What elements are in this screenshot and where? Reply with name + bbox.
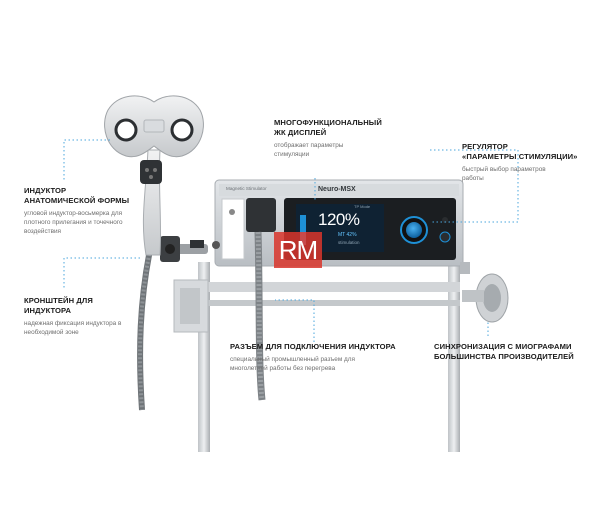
anatomical-inductor (104, 95, 204, 256)
connector-cables (137, 231, 266, 411)
callout-lcd: МНОГОФУНКЦИОНАЛЬНЫЙ ЖК ДИСПЛЕЙ отображае… (274, 118, 394, 159)
callout-title: РАЗЪЕМ ДЛЯ ПОДКЛЮЧЕНИЯ ИНДУКТОРА (230, 342, 396, 351)
callout-description: надежная фиксация индуктора в необходимо… (24, 320, 122, 336)
callout-title: РЕГУЛЯТОР (462, 142, 508, 151)
callout-description: специальный промышленный разъем для мног… (230, 356, 355, 372)
bracket-arm (148, 236, 220, 262)
callout-title: ИНДУКТОРА (24, 306, 72, 315)
display-side-label: TP Mode (354, 204, 371, 209)
callout-bracket: КРОНШТЕЙН ДЛЯ ИНДУКТОРА надежная фиксаци… (24, 296, 139, 337)
device-brand-label: Neuro-MSX (318, 186, 356, 193)
callout-description: угловой индуктор-восьмерка для плотного … (24, 210, 123, 235)
callout-title: «ПАРАМЕТРЫ СТИМУЛЯЦИИ» (462, 152, 578, 161)
callout-connector: РАЗЪЕМ ДЛЯ ПОДКЛЮЧЕНИЯ ИНДУКТОРА специал… (230, 342, 410, 373)
callout-title: СИНХРОНИЗАЦИЯ С МИОГРАФАМИ (434, 342, 572, 351)
display-value: 120% (318, 210, 360, 229)
leader-lines (63, 139, 519, 342)
cart-frame (173, 262, 460, 452)
device-model-label: Magnetic Stimulator (226, 186, 267, 191)
callout-inductor-shape: ИНДУКТОР АНАТОМИЧЕСКОЙ ФОРМЫ угловой инд… (24, 186, 144, 236)
callout-sync: СИНХРОНИЗАЦИЯ С МИОГРАФАМИ БОЛЬШИНСТВА П… (434, 342, 584, 362)
watermark-logo: RM (274, 232, 322, 268)
callout-title: АНАТОМИЧЕСКОЙ ФОРМЫ (24, 196, 130, 205)
display-small: stimulation (338, 240, 360, 245)
display-secondary: MT 42% (338, 232, 357, 238)
callout-description: быстрый выбор параметров работы (462, 166, 546, 182)
callout-description: отображает параметры стимуляции (274, 142, 344, 158)
callout-title: МНОГОФУНКЦИОНАЛЬНЫЙ (274, 118, 382, 127)
callout-regulator: РЕГУЛЯТОР «ПАРАМЕТРЫ СТИМУЛЯЦИИ» быстрый… (462, 142, 586, 183)
callout-title: ИНДУКТОР (24, 186, 67, 195)
callout-title: ЖК ДИСПЛЕЙ (274, 128, 327, 137)
callout-title: КРОНШТЕЙН ДЛЯ (24, 296, 93, 305)
sync-connector-wheel (462, 273, 509, 323)
callout-title: БОЛЬШИНСТВА ПРОИЗВОДИТЕЛЕЙ (434, 352, 574, 361)
